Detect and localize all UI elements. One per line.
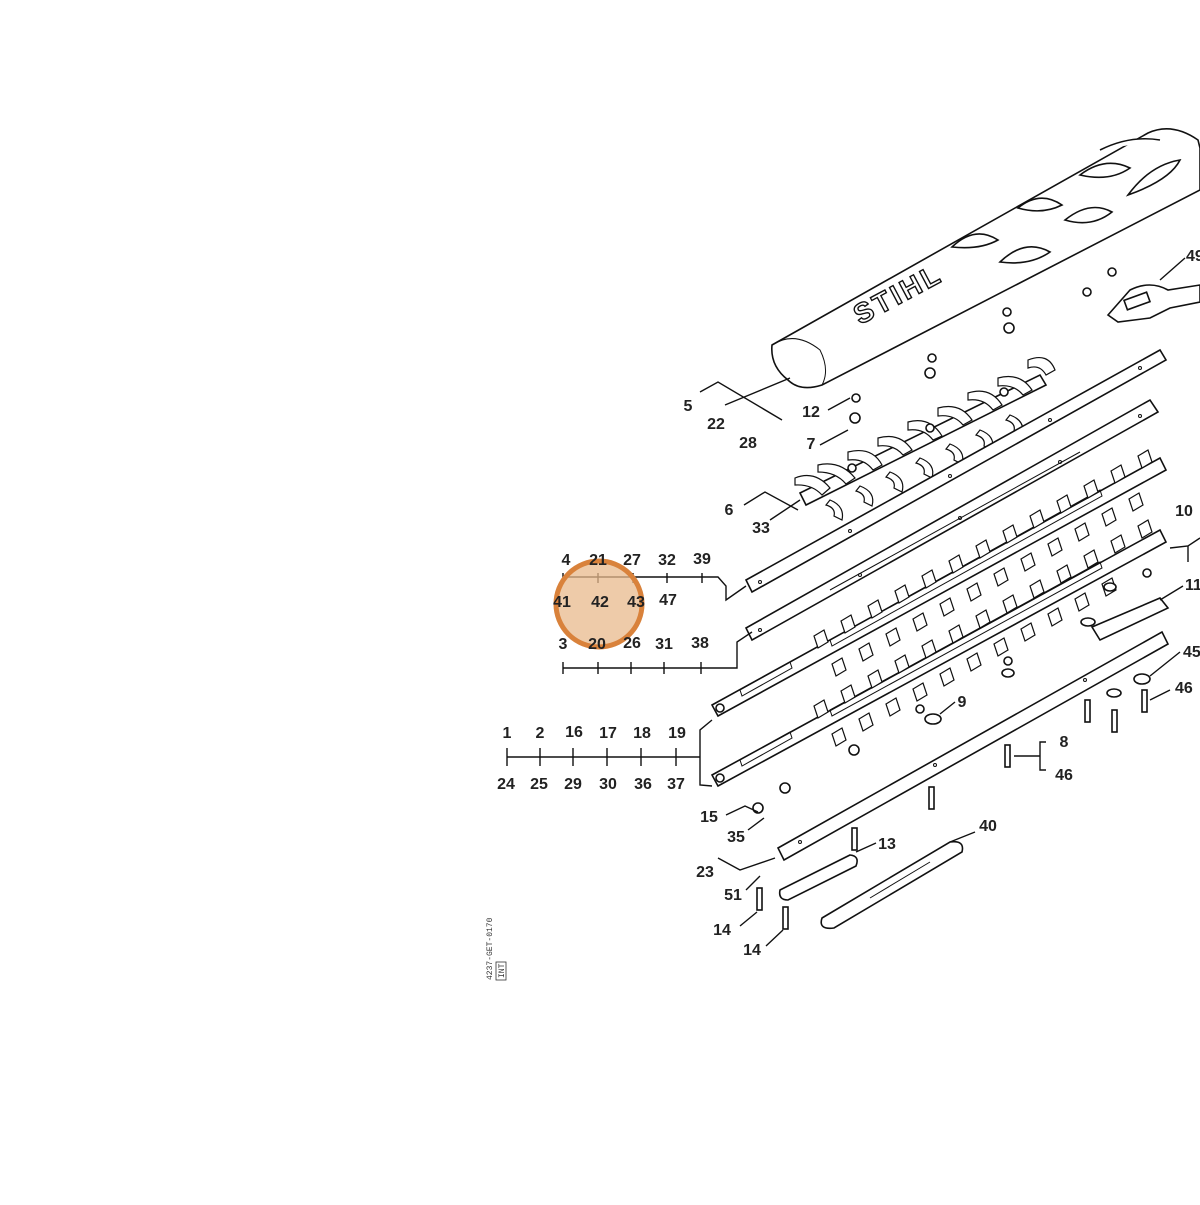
callout-14a: 14 [713,922,731,939]
callout-26: 26 [623,635,641,652]
callout-29: 29 [564,776,582,793]
callout-42: 42 [591,594,609,611]
callout-38: 38 [691,635,709,652]
callout-37: 37 [667,776,685,793]
callout-labels: 5 22 28 12 7 6 33 4 21 27 32 39 41 42 43… [497,248,1200,959]
callout-40: 40 [979,818,997,835]
callout-9: 9 [958,694,967,711]
callout-25: 25 [530,776,548,793]
callout-28: 28 [739,435,757,452]
callout-21: 21 [589,552,607,569]
callout-5: 5 [684,398,693,415]
callout-36: 36 [634,776,652,793]
callout-47: 47 [659,592,677,609]
callout-23: 23 [696,864,714,881]
guide-strip-upper [744,348,1168,594]
callout-2: 2 [536,725,545,742]
callout-4: 4 [562,552,571,569]
callout-51: 51 [724,887,742,904]
callout-17: 17 [599,725,617,742]
callout-19: 19 [668,725,686,742]
strip-11 [1090,597,1170,642]
callout-10: 10 [1175,503,1193,520]
callout-8: 8 [1060,734,1069,751]
callout-46b: 46 [1175,680,1193,697]
long-plate-40 [820,840,964,930]
callout-31: 31 [655,636,673,653]
callout-20: 20 [588,636,606,653]
callout-6: 6 [725,502,734,519]
callout-39: 39 [693,551,711,568]
drawing-code-text: 4237-GET-0170 [486,917,495,980]
nuts-top [849,267,1117,424]
callout-41: 41 [553,594,571,611]
callout-18: 18 [633,725,651,742]
callout-7: 7 [807,436,816,453]
callout-35: 35 [727,829,745,846]
drawing-code: 4237-GET-0170 INT [486,917,507,981]
callout-46a: 46 [1055,767,1073,784]
callout-1: 1 [503,725,512,742]
callout-24: 24 [497,776,515,793]
callout-12: 12 [802,404,820,421]
callout-43: 43 [627,594,645,611]
callout-32: 32 [658,552,676,569]
callout-30: 30 [599,776,617,793]
highlight-marker [553,558,645,650]
bottom-plate [776,630,1170,862]
cutter-blade-bottom [710,519,1168,788]
callout-15: 15 [700,809,718,826]
callout-13: 13 [878,836,896,853]
callout-3: 3 [559,636,568,653]
callout-22: 22 [707,416,725,433]
callout-27: 27 [623,552,641,569]
callout-33: 33 [752,520,770,537]
callout-16: 16 [565,724,583,741]
guard-clip [1106,284,1200,323]
blade-guard: STIHL [771,128,1200,389]
callout-49: 49 [1186,248,1200,265]
cutter-blade-top [710,449,1168,718]
hedge-rake [794,357,1056,521]
callout-45: 45 [1183,644,1200,661]
callout-14b: 14 [743,942,761,959]
guide-strip-lower [744,398,1160,642]
small-plate-13 [778,854,858,901]
drawing-code-box: INT [498,963,507,978]
fasteners [752,568,1152,930]
callout-11: 11 [1185,577,1200,594]
